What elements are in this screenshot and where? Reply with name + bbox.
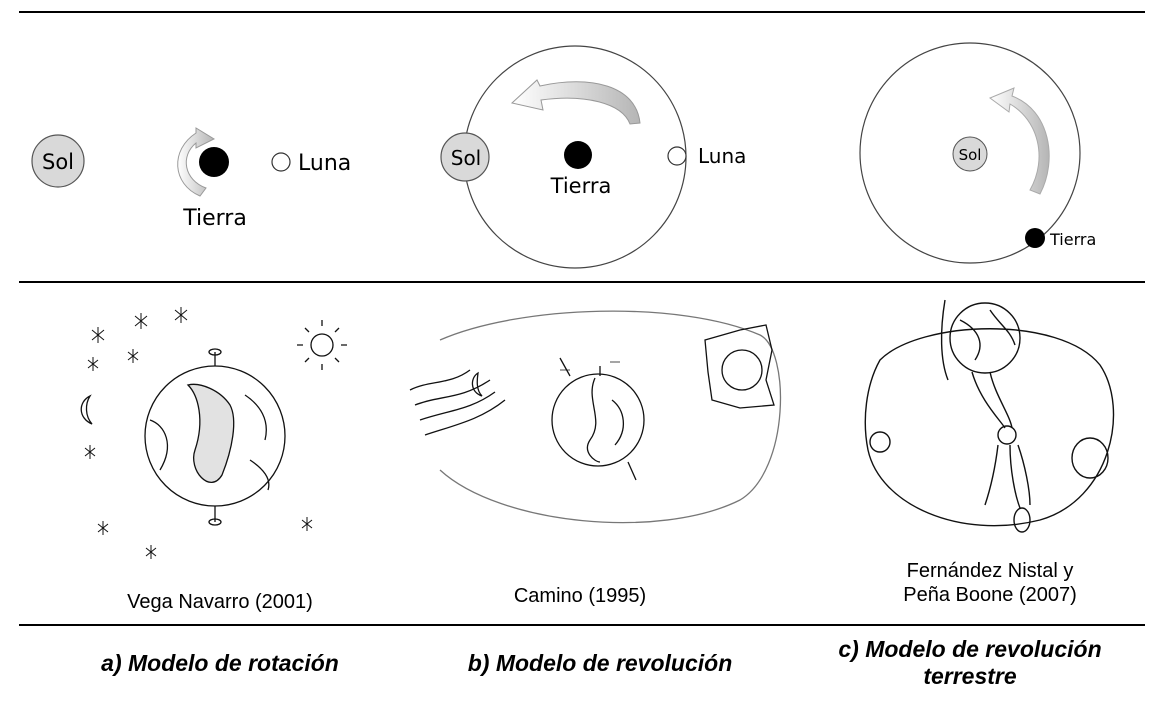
sketch-moon-icon [80,394,93,425]
sketch-moon-mark [471,371,483,397]
sketch-sun-icon [297,320,347,370]
sketch-orbit-ring [864,328,1115,527]
sketch-vega-navarro [80,307,347,559]
revolution-arrow-b [510,79,641,125]
sketch-star-icons [84,307,313,559]
sketch-earth-circle [551,373,645,467]
earth-a-label: Tierra [182,206,247,231]
rotation-arrow-a [177,127,216,197]
earth-c-label: Tierra [1049,230,1096,249]
earth-a [199,147,229,177]
earth-c [1025,228,1045,248]
caption-fernandez-nistal: Fernández Nistal y Peña Boone (2007) [860,559,1120,607]
sun-a: Sol [31,134,85,188]
caption-fernandez-line2: Peña Boone (2007) [903,584,1077,606]
model-title-revolution: b) Modelo de revolución [467,650,733,676]
revolution-arrow-c [988,87,1050,195]
sketch-orbit-ellipse [439,310,782,524]
moon-a [271,152,291,172]
sketch-fernandez-nistal [864,299,1115,533]
panel-c-schematic: Sol Tierra [859,42,1096,264]
sketch-camino [409,310,782,524]
sun-c-label: Sol [959,146,982,164]
sun-a-label: Sol [42,150,74,174]
moon-a-label: Luna [298,151,351,176]
earth-b-label: Tierra [550,174,612,198]
middle-rule [19,281,1145,283]
sketch-sun-shape [704,324,775,409]
sketch-wave-lines [409,369,506,436]
sketch-top-globe [949,302,1021,374]
caption-fernandez-line1: Fernández Nistal y [906,560,1074,582]
sun-c: Sol [952,136,988,172]
model-title-rotation: a) Modelo de rotación [101,650,339,676]
sketch-sun-circle [721,349,763,391]
panel-a-schematic: Sol Tierra Luna [31,127,351,231]
model-title-terrestrial-revolution: c) Modelo de revolución terrestre [800,636,1140,690]
panel-b-schematic: Sol Tierra Luna [440,45,746,269]
top-rule [19,11,1145,13]
caption-camino: Camino (1995) [513,585,647,607]
moon-b [667,146,687,166]
moon-b-label: Luna [698,144,746,168]
sketch-ray-lines [971,371,1031,509]
earth-b [564,141,592,169]
bottom-rule [19,624,1145,626]
model-title-c-line1: c) Modelo de revolución [838,636,1102,662]
sun-b-label: Sol [451,146,482,170]
orbit-c [859,42,1081,264]
model-title-c-line2: terrestre [923,663,1017,689]
sun-b: Sol [440,132,490,182]
caption-vega-navarro: Vega Navarro (2001) [127,591,313,613]
